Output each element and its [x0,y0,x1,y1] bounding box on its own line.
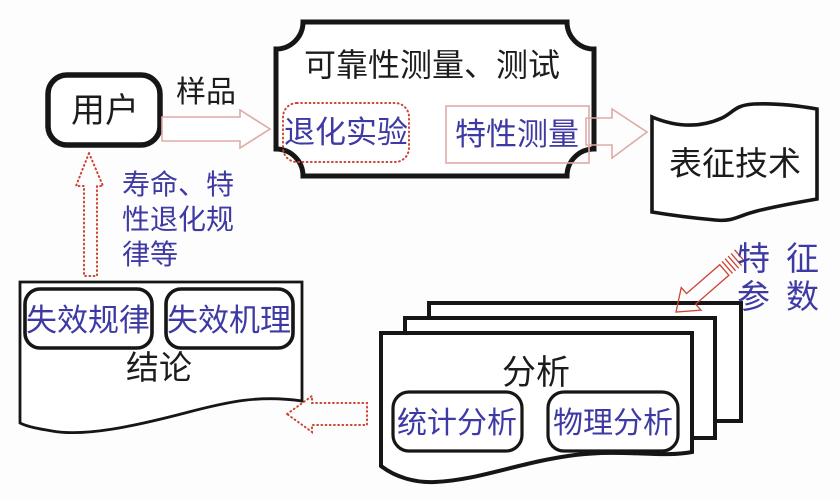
feature-params-label-line1: 特征 [737,239,835,278]
statistical-analysis-label: 统计分析 [397,406,517,441]
characterization-flag [650,102,819,223]
feedback-note-line3: 律等 [122,238,178,271]
feedback-arrow [74,150,105,277]
degradation-box [282,102,410,163]
sample-arrow-label: 样品 [176,75,236,110]
feedback-note-line1: 寿命、特 [122,168,234,201]
user-box [45,72,163,148]
to-conclusion-arrow [285,394,368,434]
to-characterization-arrow [585,107,649,160]
feedback-note-line2: 性退化规 [122,203,234,236]
degradation-label: 退化实验 [284,115,408,151]
sample-arrow [161,108,272,150]
characteristic-label: 特性测量 [455,117,579,153]
measurement-title: 可靠性测量、测试 [304,46,560,84]
failure-mechanism-box [164,287,295,350]
physical-analysis-label: 物理分析 [553,406,673,441]
failure-law-label: 失效规律 [26,303,150,339]
measurement-plaque [273,19,597,179]
conclusion-title: 结论 [126,348,192,387]
feature-params-label-line2: 参数 [737,277,835,316]
feature-params-arrow [675,249,747,313]
failure-law-box [23,287,154,350]
statistical-analysis-box [391,390,524,453]
physical-analysis-box [546,390,680,453]
user-label: 用户 [71,91,139,131]
characteristic-box [445,105,590,164]
characterization-label: 表征技术 [669,144,801,183]
failure-mechanism-label: 失效机理 [167,303,291,339]
analysis-title: 分析 [502,353,570,393]
